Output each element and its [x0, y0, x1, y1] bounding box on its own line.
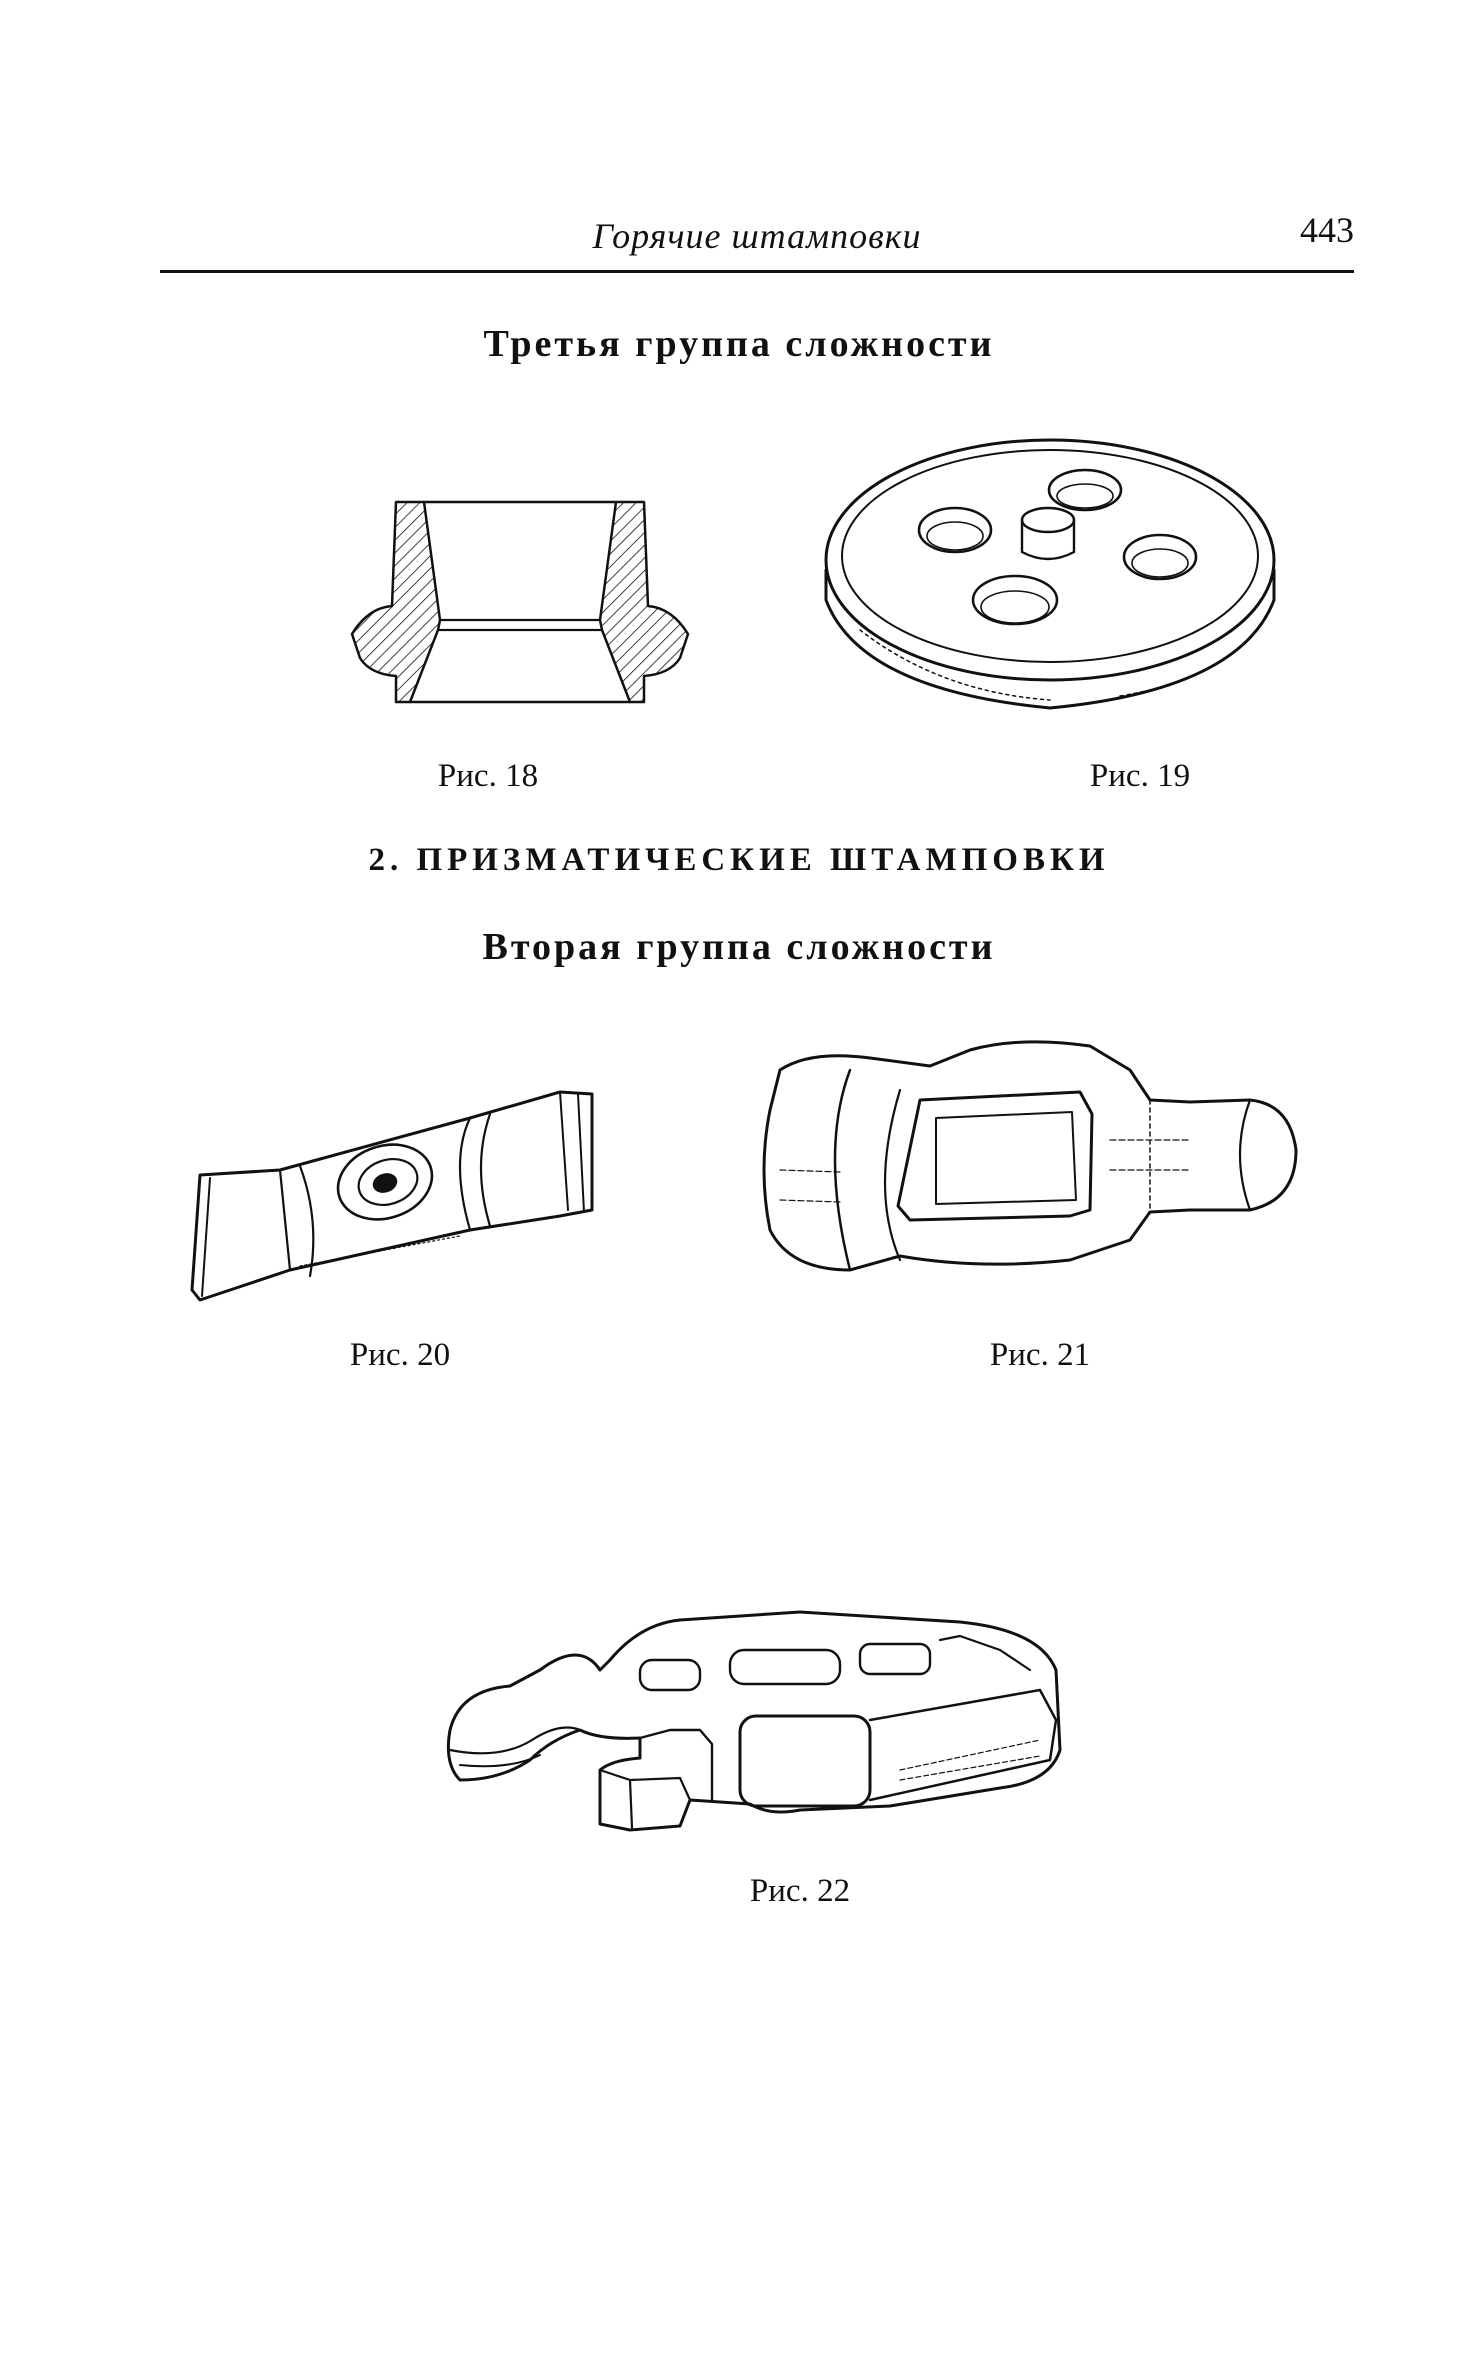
- header-rule: [160, 270, 1354, 273]
- group3-heading: Третья группа сложности: [483, 323, 995, 365]
- ring-forging-section-drawing: [350, 500, 690, 704]
- figure-caption: Рис. 19: [1089, 758, 1191, 794]
- figure-caption: Рис. 22: [749, 1873, 851, 1909]
- running-title: Горячие штамповки: [592, 216, 922, 256]
- section-heading: 2. ПРИЗМАТИЧЕСКИЕ ШТАМПОВКИ: [368, 842, 1110, 878]
- figure-caption: Рис. 18: [437, 758, 539, 794]
- group2-heading: Вторая группа сложности: [482, 926, 996, 968]
- frame-forging-drawing: [762, 1040, 1298, 1272]
- page-number: 443: [1300, 210, 1354, 250]
- figure-caption: Рис. 20: [349, 1337, 451, 1373]
- hook-lever-forging-drawing: [446, 1610, 1062, 1832]
- figure-caption: Рис. 21: [989, 1337, 1091, 1373]
- bar-forging-drawing: [190, 1090, 594, 1302]
- disc-with-holes-drawing: [824, 438, 1276, 710]
- running-head: Горячие штамповки 443: [160, 205, 1354, 269]
